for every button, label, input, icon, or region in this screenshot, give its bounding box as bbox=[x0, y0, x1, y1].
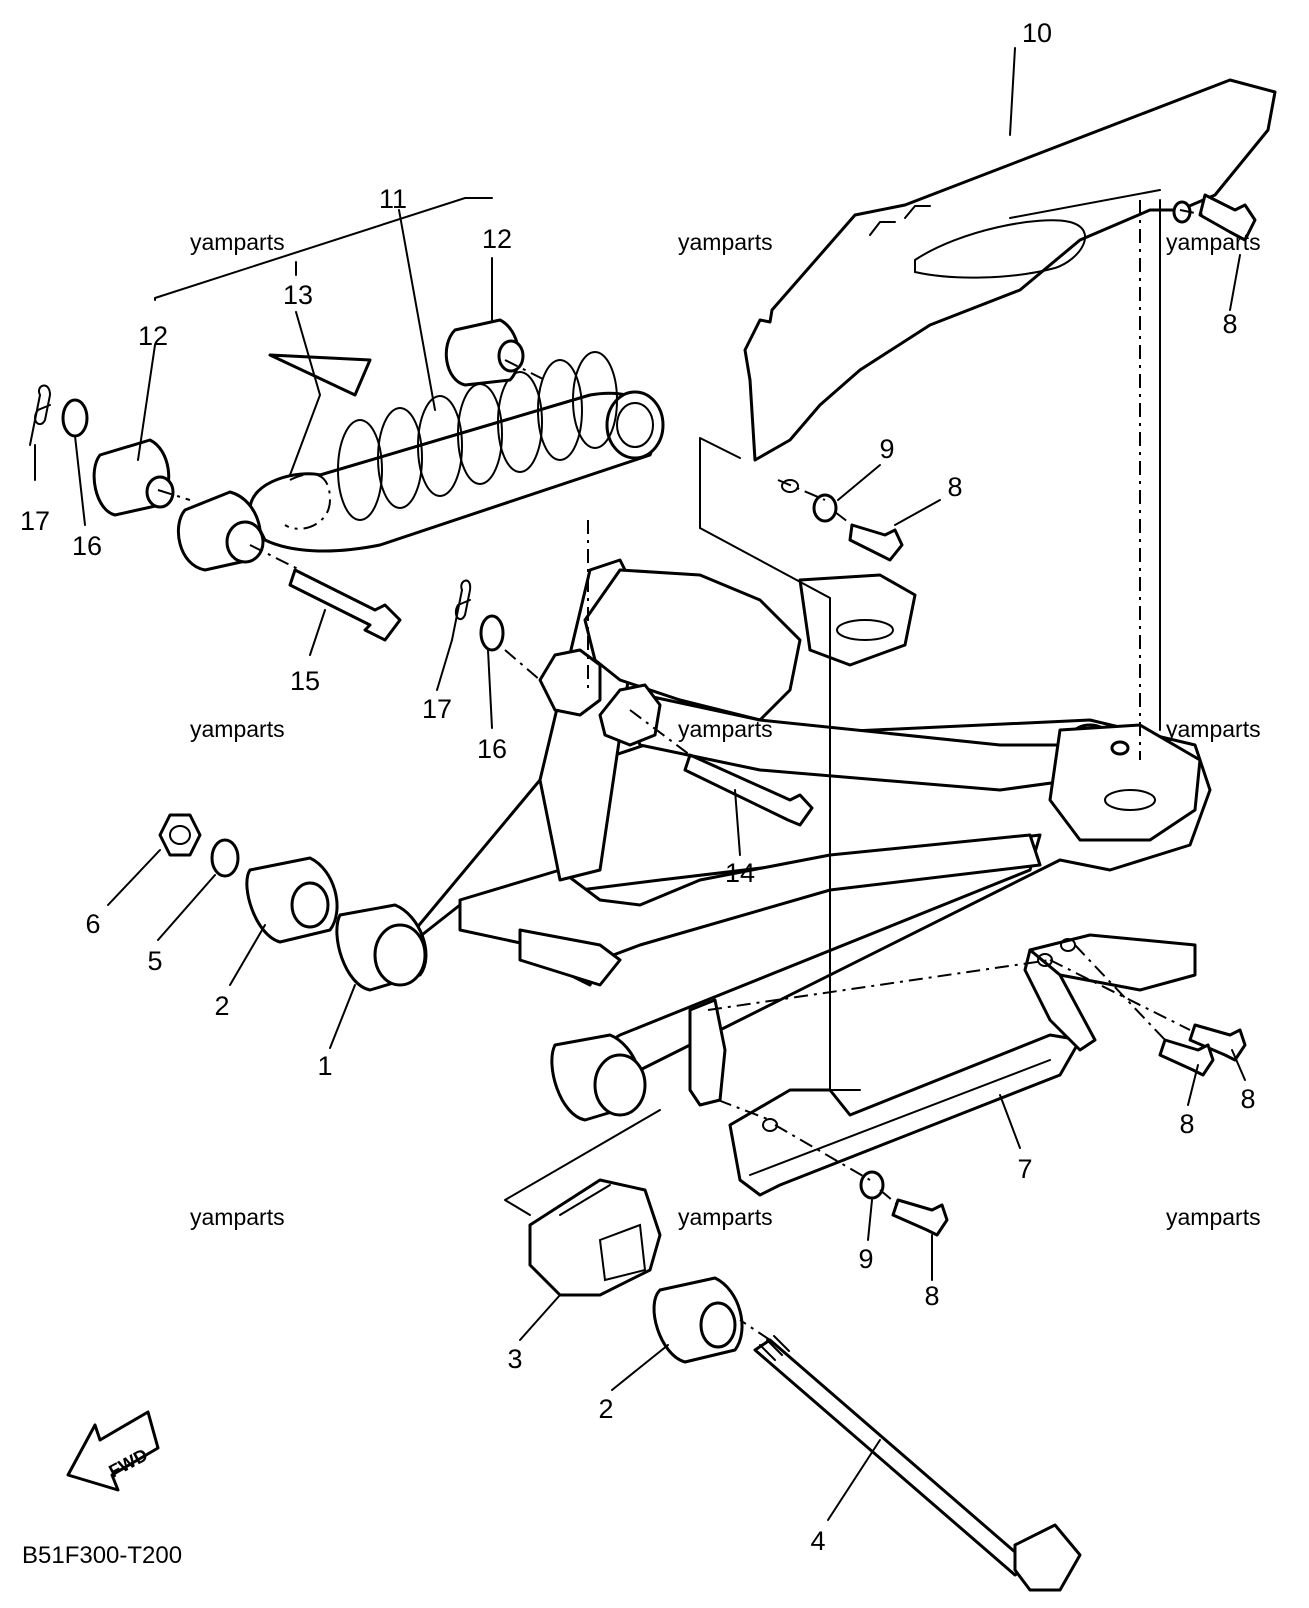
callout: 3 bbox=[507, 1344, 522, 1374]
callout: 16 bbox=[72, 531, 102, 561]
nut bbox=[158, 813, 202, 857]
callout: 2 bbox=[598, 1394, 613, 1424]
leader-lines bbox=[34, 47, 1246, 1521]
callout: 12 bbox=[138, 321, 168, 351]
watermark: yamparts bbox=[678, 1204, 773, 1230]
pivot-shaft bbox=[753, 1335, 1082, 1592]
watermark: yamparts bbox=[678, 716, 773, 742]
collar bbox=[92, 438, 175, 517]
bolt bbox=[848, 523, 904, 562]
callout: 7 bbox=[1017, 1154, 1032, 1184]
callout: 5 bbox=[147, 946, 162, 976]
assembly-lines bbox=[154, 197, 1206, 1341]
callout: 12 bbox=[482, 224, 512, 254]
label-plate bbox=[268, 353, 372, 397]
callout: 9 bbox=[879, 434, 894, 464]
washer bbox=[479, 614, 505, 652]
callout: 8 bbox=[1240, 1084, 1255, 1114]
washer bbox=[210, 838, 240, 878]
bolt bbox=[1188, 1023, 1247, 1062]
bushing bbox=[176, 490, 265, 572]
cotter-pin bbox=[451, 579, 472, 641]
washer bbox=[859, 1170, 885, 1200]
chain-guard bbox=[743, 78, 1277, 493]
callout: 15 bbox=[290, 666, 320, 696]
collar bbox=[245, 856, 339, 944]
watermark: yamparts bbox=[190, 716, 285, 742]
bolt bbox=[683, 753, 814, 827]
callout: 1 bbox=[317, 1051, 332, 1081]
callouts: 1 2 2 3 4 5 6 7 8 8 8 8 8 9 9 10 11 12 1… bbox=[20, 18, 1256, 1556]
callout: 11 bbox=[379, 184, 407, 214]
pivot-bushing bbox=[335, 903, 428, 992]
bolt bbox=[1158, 1038, 1215, 1077]
diagram-code: B51F300-T200 bbox=[22, 1542, 182, 1569]
callout: 8 bbox=[924, 1281, 939, 1311]
bolt bbox=[1198, 193, 1257, 242]
washer bbox=[61, 398, 89, 438]
callout: 17 bbox=[422, 694, 452, 724]
chain-puller bbox=[1023, 933, 1197, 1052]
watermark: yamparts bbox=[1166, 716, 1261, 742]
callout: 17 bbox=[20, 506, 50, 536]
callout: 14 bbox=[725, 858, 755, 888]
callout: 4 bbox=[810, 1526, 825, 1556]
watermark: yamparts bbox=[678, 229, 773, 255]
swing-arm bbox=[388, 558, 1212, 1092]
watermark: yamparts bbox=[190, 1204, 285, 1230]
bolt bbox=[891, 1198, 949, 1237]
pivot-bushing bbox=[550, 1033, 647, 1122]
seal-guard bbox=[528, 1178, 662, 1297]
watermark: yamparts bbox=[1166, 229, 1261, 255]
watermark: yamparts bbox=[1166, 1204, 1261, 1230]
bolt bbox=[288, 568, 402, 642]
callout: 8 bbox=[947, 472, 962, 502]
cotter-pin bbox=[29, 384, 52, 446]
callout: 6 bbox=[85, 909, 100, 939]
callout: 9 bbox=[858, 1244, 873, 1274]
callout: 13 bbox=[283, 280, 313, 310]
callout: 10 bbox=[1022, 18, 1052, 48]
callout: 16 bbox=[477, 734, 507, 764]
washer bbox=[812, 493, 838, 523]
callout: 8 bbox=[1222, 309, 1237, 339]
watermarks: yamparts yamparts yamparts yamparts yamp… bbox=[190, 229, 1261, 1230]
fwd-arrow-icon: FWD bbox=[66, 1410, 160, 1492]
watermark: yamparts bbox=[190, 229, 285, 255]
collar bbox=[444, 318, 525, 387]
collar bbox=[652, 1276, 744, 1364]
callout: 2 bbox=[214, 991, 229, 1021]
callout: 8 bbox=[1179, 1109, 1194, 1139]
